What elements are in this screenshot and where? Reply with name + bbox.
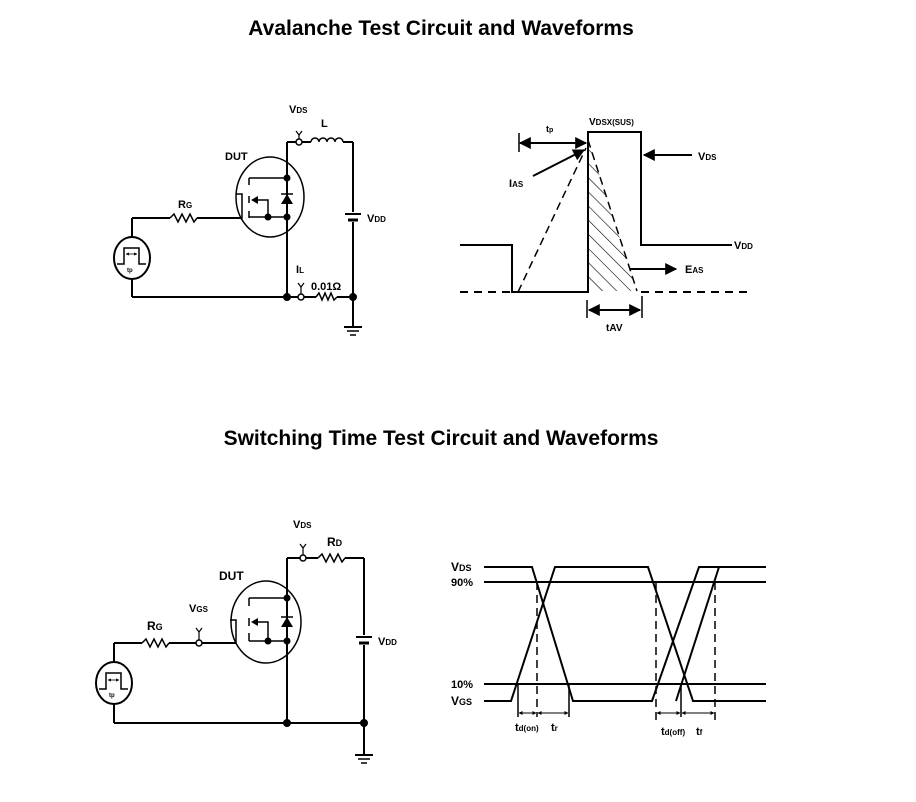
label-tf: tf [696,726,703,738]
label-vgs: VGS [451,694,472,708]
il-test-point [297,293,305,301]
drain-resistor-icon [317,552,346,564]
label-dut: DUT [219,569,244,583]
label-shunt: 0.01Ω [311,281,341,293]
label-vdd: VDD [378,636,397,648]
label-rd: RD [327,535,343,549]
label-vds: VDS [289,104,308,116]
switching-waveform [484,566,766,720]
ground-icon [355,754,373,764]
vds-test-point [299,554,307,562]
ias-ramp [517,147,587,293]
mosfet-icon [230,580,302,664]
label-vdsx-sus: VDSX(SUS) [589,117,634,128]
label-pulse: tp [109,693,115,699]
label-eas: EAS [685,264,704,276]
label-td-on: td(on) [515,722,539,734]
label-td-off: td(off) [661,726,685,738]
switching-circuit-labels: VDS RD DUT VGS RG VDD tp [109,519,397,699]
gate-resistor-icon [169,212,198,224]
avalanche-section-title: Avalanche Test Circuit and Waveforms [248,17,634,40]
label-90-percent: 90% [451,577,473,589]
label-ias: IAS [509,178,524,190]
switching-waveform-labels: VDS 90% 10% VGS td(on) tr td(off) tf [451,560,703,738]
label-tav: tAV [606,323,623,334]
avalanche-circuit-labels: VDS L DUT RG VDD IL 0.01Ω tp [127,104,386,293]
label-vgs: VGS [189,603,209,615]
label-vds: VDS [451,560,472,574]
label-dut: DUT [225,151,248,163]
label-vds: VDS [698,151,717,163]
switching-section-title: Switching Time Test Circuit and Waveform… [223,427,659,450]
vgs-test-point [195,639,203,647]
label-rg: RG [178,199,192,211]
label-inductor: L [321,118,328,130]
gate-resistor-icon [141,637,170,649]
shunt-resistor-icon [315,291,338,302]
label-pulse: tp [127,268,133,274]
label-tp: tp [546,124,553,134]
vds-waveform [460,131,732,293]
inductor-icon [310,137,344,143]
vds-waveform [484,566,766,702]
avalanche-waveform [460,131,752,318]
gate-wire [236,193,243,219]
label-rg: RG [147,619,163,633]
mosfet-icon [235,156,305,238]
label-il: IL [296,264,304,276]
ground-icon [344,326,362,336]
vds-test-point [295,138,303,146]
avalanche-circuit [113,130,362,336]
avalanche-waveform-labels: tp VDSX(SUS) VDS IAS VDD EAS tAV [509,117,753,334]
label-vdd: VDD [734,240,753,252]
switching-circuit [95,543,373,764]
label-vds: VDS [293,519,312,531]
label-tr: tr [551,722,558,734]
label-10-percent: 10% [451,679,473,691]
label-vdd: VDD [367,213,386,225]
battery-icon [356,636,372,645]
vgs-waveform [484,566,719,702]
battery-icon [345,213,361,222]
